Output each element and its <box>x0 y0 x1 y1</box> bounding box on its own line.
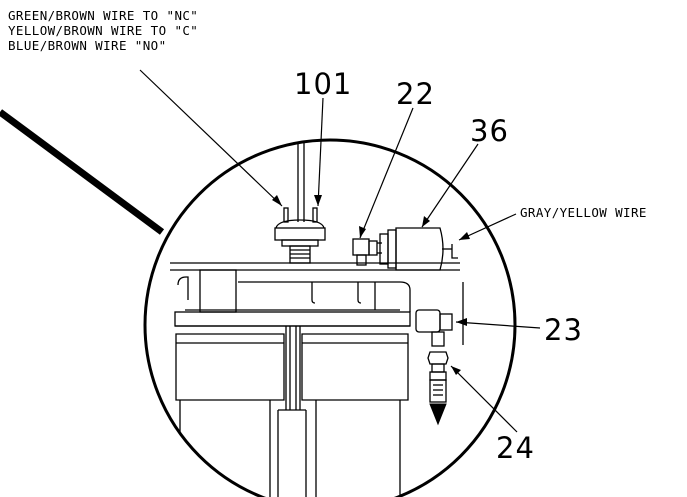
assembly-internals <box>170 140 460 497</box>
callout-36: 36 <box>470 114 509 148</box>
fitting-24 <box>427 351 449 403</box>
leader-arrowheads <box>272 195 470 375</box>
detail-circle <box>143 138 517 497</box>
elbow-fitting-22 <box>352 238 382 266</box>
leader-lines <box>139 69 541 433</box>
gray-yellow-wire-label: GRAY/YELLOW WIRE <box>520 205 647 220</box>
wire-note-c: YELLOW/BROWN WIRE TO "C" <box>8 23 199 38</box>
callout-22: 22 <box>396 77 435 111</box>
fitting-23 <box>415 282 464 347</box>
wire-note-nc: GREEN/BROWN WIRE TO "NC" <box>8 8 199 23</box>
wire-connection-notes: GREEN/BROWN WIRE TO "NC" YELLOW/BROWN WI… <box>8 8 198 53</box>
pressure-switch-101 <box>274 207 326 264</box>
callout-24: 24 <box>496 431 535 465</box>
sensor-36 <box>379 227 458 271</box>
wire-note-no: BLUE/BROWN WIRE "NO" <box>8 38 167 53</box>
flow-arrow-down <box>429 403 447 426</box>
detail-leader-line <box>0 109 165 235</box>
callout-23: 23 <box>544 313 583 347</box>
callout-101: 101 <box>294 67 353 101</box>
